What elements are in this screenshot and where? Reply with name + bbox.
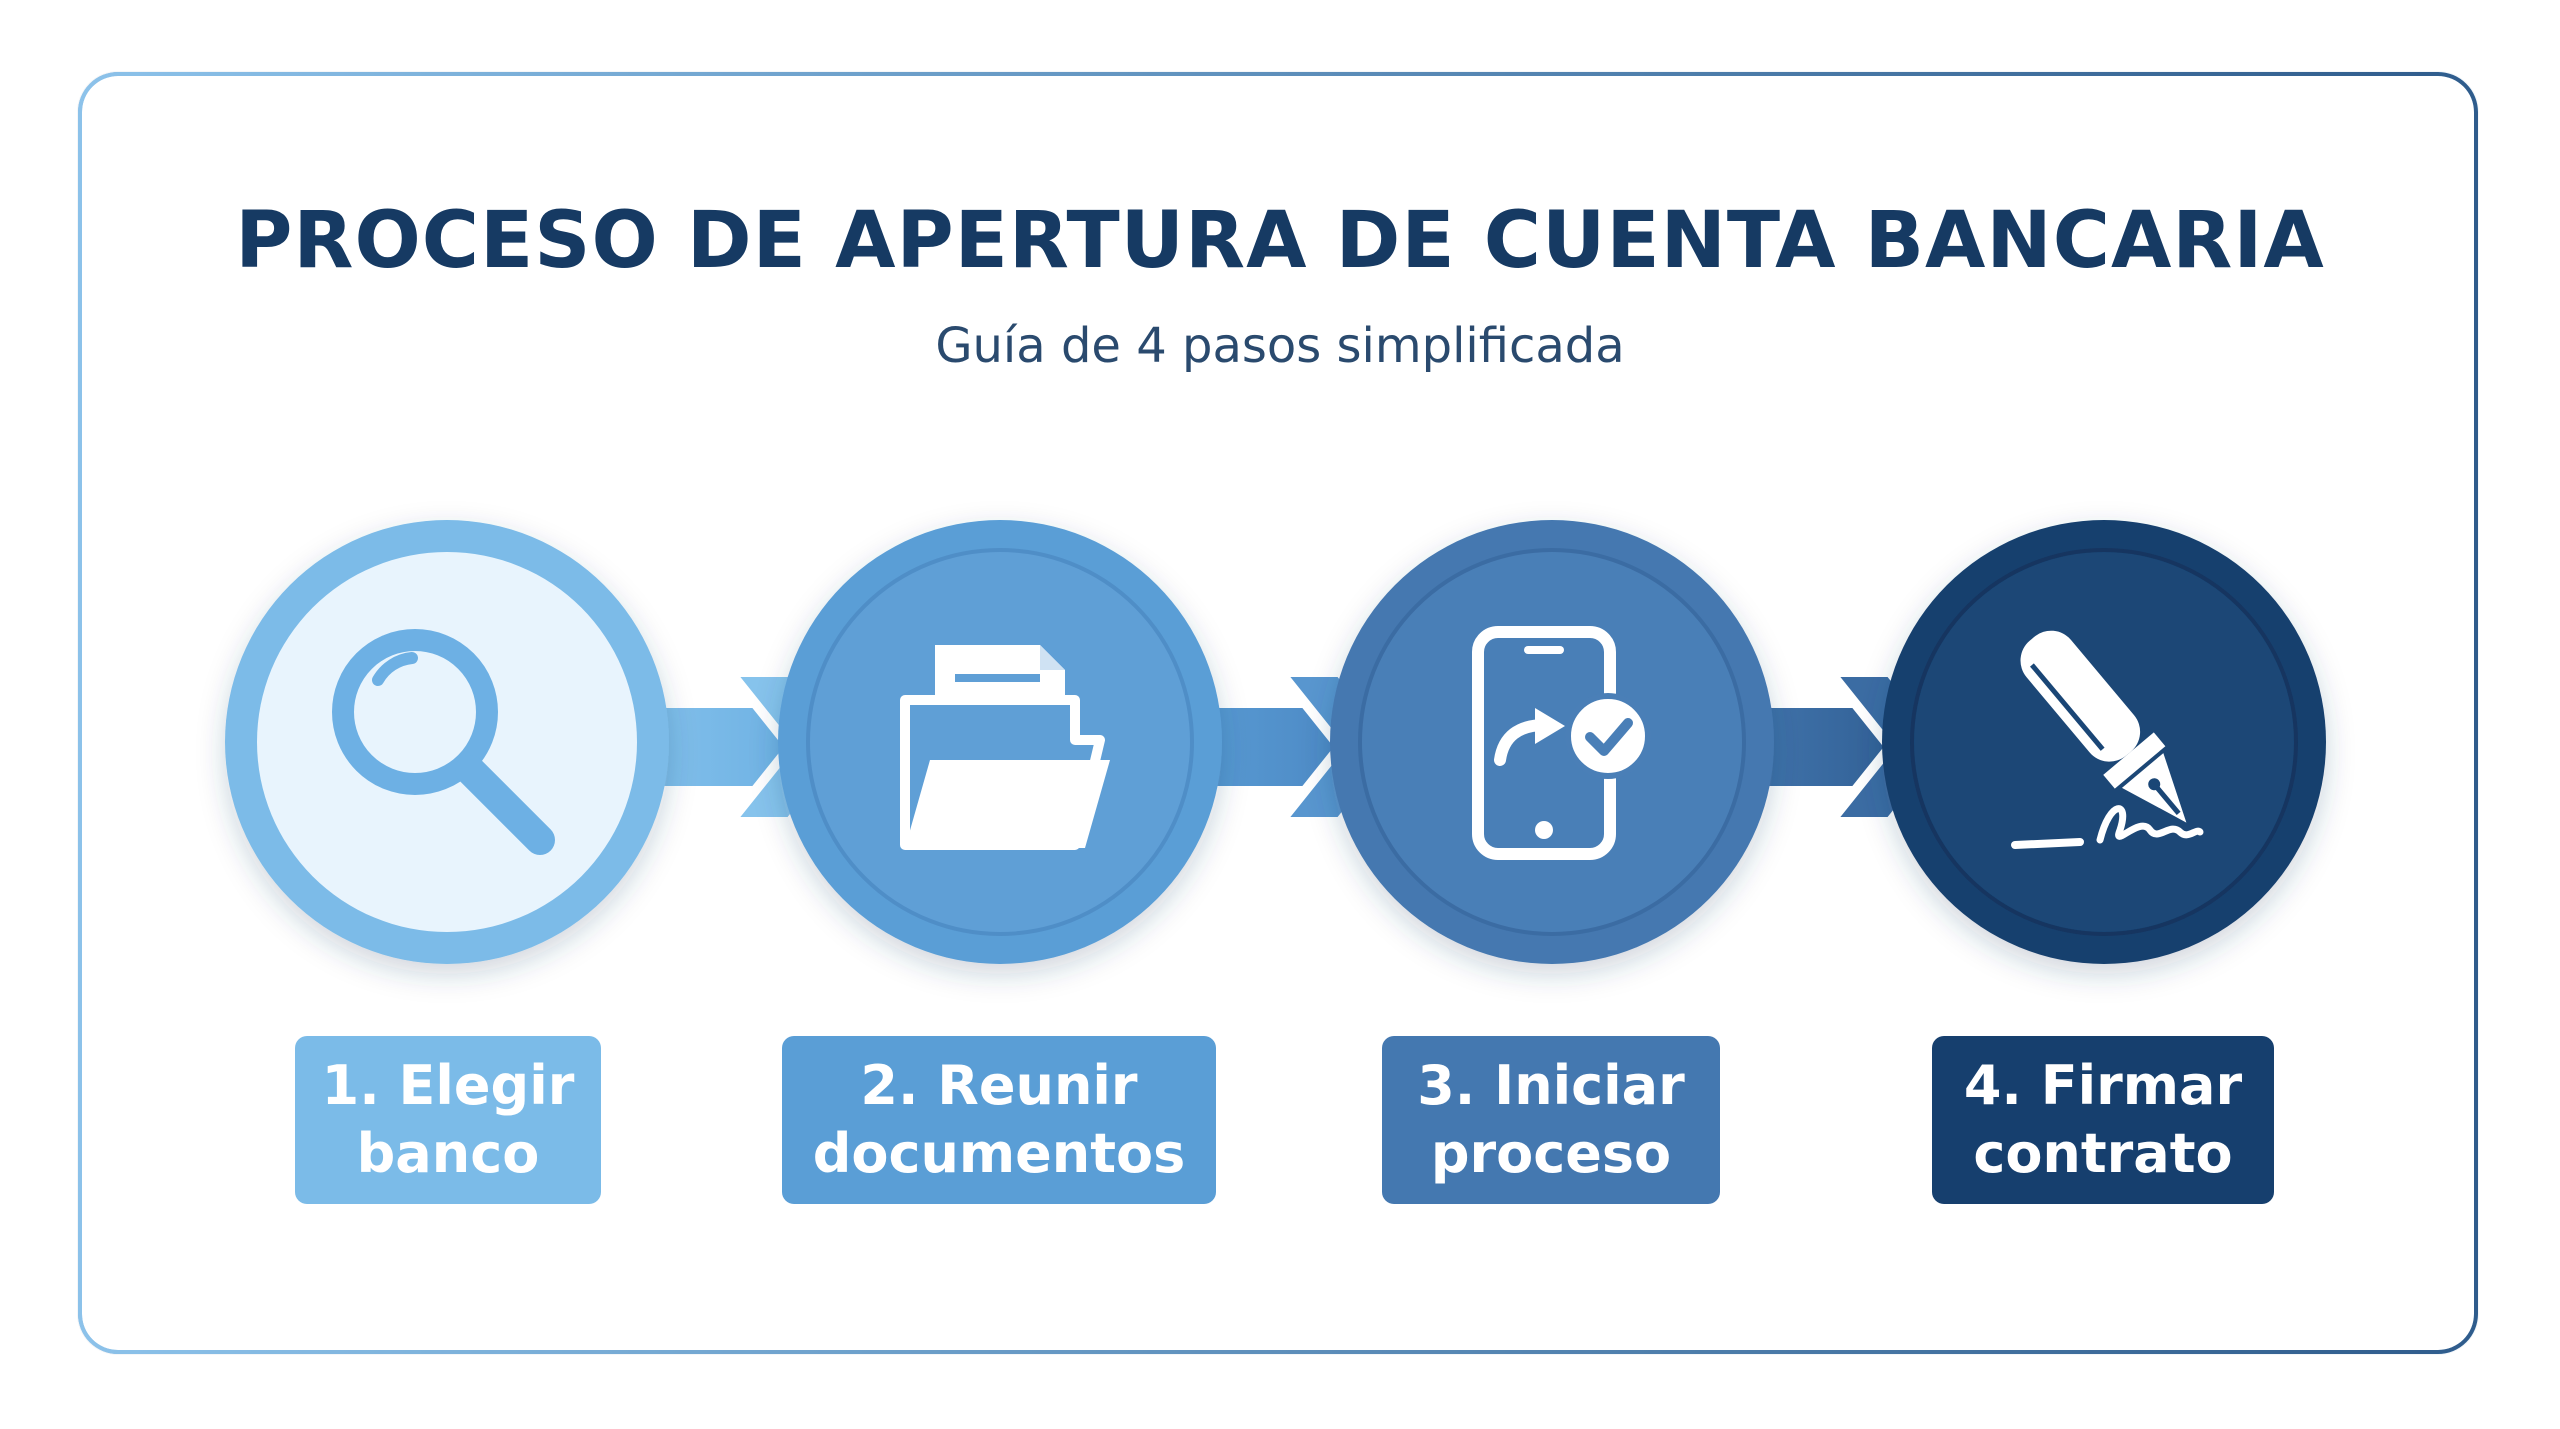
- step-2-label-line1: 2. Reunir: [860, 1054, 1138, 1117]
- fountain-pen-signature-icon: [2011, 630, 2204, 849]
- step-3-circle: [1330, 520, 1774, 964]
- smartphone-check-icon: [1472, 626, 1651, 860]
- step-2-label: 2. Reunir documentos: [782, 1036, 1216, 1204]
- step-1-circle: [225, 520, 669, 964]
- step-4-label: 4. Firmar contrato: [1932, 1036, 2274, 1204]
- step-4-label-line2: contrato: [1973, 1122, 2233, 1185]
- step-1-label: 1. Elegir banco: [295, 1036, 601, 1204]
- page-subtitle: Guía de 4 pasos simplificada: [935, 318, 1625, 374]
- page-title: PROCESO DE APERTURA DE CUENTA BANCARIA: [235, 196, 2325, 286]
- step-4-label-line1: 4. Firmar: [1963, 1054, 2243, 1117]
- step-2-label-line2: documentos: [812, 1122, 1186, 1185]
- step-3-label-line1: 3. Iniciar: [1417, 1054, 1685, 1117]
- step-3-label-line2: proceso: [1430, 1122, 1672, 1185]
- folder-documents-icon: [900, 645, 1110, 850]
- magnifier-icon: [332, 629, 555, 855]
- step-1-label-line1: 1. Elegir: [321, 1054, 575, 1117]
- step-1-label-line2: banco: [356, 1122, 540, 1185]
- step-3-label: 3. Iniciar proceso: [1382, 1036, 1720, 1204]
